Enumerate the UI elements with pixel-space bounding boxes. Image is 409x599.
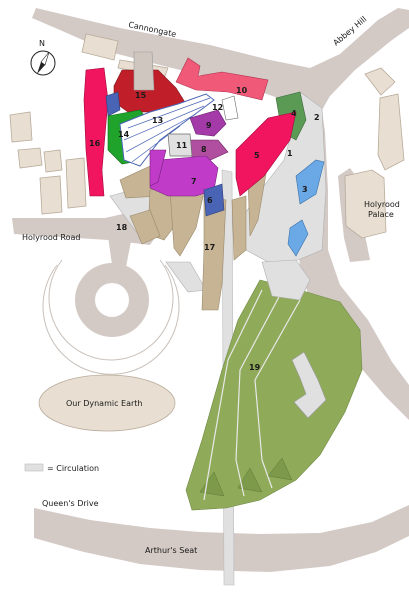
building-palace (344, 169, 387, 239)
zone-label-4: 4 (291, 109, 297, 118)
zone-label-8: 8 (201, 145, 207, 154)
building-cannongate-1 (81, 33, 119, 61)
zone-label-9: 9 (206, 121, 212, 130)
holyrood-palace-label-2: Palace (368, 210, 394, 219)
compass-north-label: N (39, 39, 45, 48)
circulation-east (239, 91, 327, 263)
zone-3 (295, 159, 325, 205)
zone-label-18: 18 (116, 223, 128, 232)
canopy-18 (129, 209, 161, 245)
zone-7-left (149, 149, 167, 187)
building-abbey-2 (377, 93, 405, 171)
zone-label-6: 6 (207, 196, 213, 205)
zone-label-11: 11 (176, 141, 188, 150)
building-west-3 (43, 149, 63, 173)
landscape-green (185, 279, 363, 511)
zone-16-blue (105, 91, 121, 117)
roundabout-arm (108, 236, 132, 272)
zone-13-hatch (123, 97, 211, 163)
building-west-4 (39, 175, 63, 215)
map-legend: = Circulation (24, 463, 99, 473)
parliament-zones (83, 51, 325, 257)
zone-label-7: 7 (191, 177, 197, 186)
zone-label-15: 15 (135, 91, 147, 100)
zone-label-2: 2 (314, 113, 320, 122)
zone-label-16: 16 (89, 139, 101, 148)
canopy-17 (201, 195, 227, 311)
building-west-1 (9, 111, 33, 143)
canopy-3 (169, 189, 205, 257)
zone-9 (189, 109, 227, 137)
zone-16 (83, 67, 109, 197)
holyrood-road-label: Holyrood Road (22, 233, 80, 242)
arthurs-seat-label: Arthur's Seat (145, 546, 197, 555)
queens-drive-label: Queen's Drive (42, 499, 99, 508)
zone-label-12: 12 (212, 103, 223, 112)
zone-labels: 1 2 3 4 5 6 7 8 9 10 11 12 13 14 15 16 1… (89, 86, 320, 372)
zone-11 (167, 133, 193, 157)
queens-drive-road (34, 505, 409, 572)
canopy-structures (119, 165, 267, 311)
roundabout-ring (48, 259, 174, 361)
zone-label-19: 19 (249, 363, 261, 372)
compass-needle-light-icon (40, 51, 50, 66)
canopy-20 (231, 195, 247, 261)
roundabout-ring-2 (42, 264, 180, 375)
surrounding-buildings (9, 33, 405, 432)
zone-label-17: 17 (204, 243, 215, 252)
building-west-2 (17, 147, 43, 169)
zone-12 (221, 95, 239, 121)
legend-swatch (24, 463, 44, 472)
zone-label-10: 10 (236, 86, 248, 95)
legend-label: = Circulation (47, 464, 99, 473)
zone-label-5: 5 (254, 151, 260, 160)
zone-3-pool (287, 219, 309, 257)
building-west-5 (65, 157, 87, 209)
zone-15-strip (133, 51, 155, 91)
zone-label-14: 14 (118, 130, 130, 139)
landscape-lines (203, 289, 301, 501)
landscape-zone-19 (185, 279, 363, 511)
roundabout-island (95, 283, 129, 317)
landscape-path (291, 351, 327, 419)
zone-label-3: 3 (302, 185, 308, 194)
dynamic-earth-label: Our Dynamic Earth (66, 399, 142, 408)
holyrood-palace-label-1: Holyrood (364, 200, 400, 209)
zone-5 (235, 111, 297, 197)
zone-10 (175, 57, 269, 101)
landscape-bowl-2 (237, 467, 263, 493)
zone-label-13: 13 (152, 116, 163, 125)
zone-label-1: 1 (287, 149, 293, 158)
north-compass: N (30, 39, 56, 76)
circulation-south (261, 259, 311, 301)
zone-6 (203, 183, 225, 217)
landscape-bowl-3 (267, 457, 293, 481)
dynamic-earth-building (38, 374, 176, 432)
building-abbey-1 (364, 67, 396, 96)
